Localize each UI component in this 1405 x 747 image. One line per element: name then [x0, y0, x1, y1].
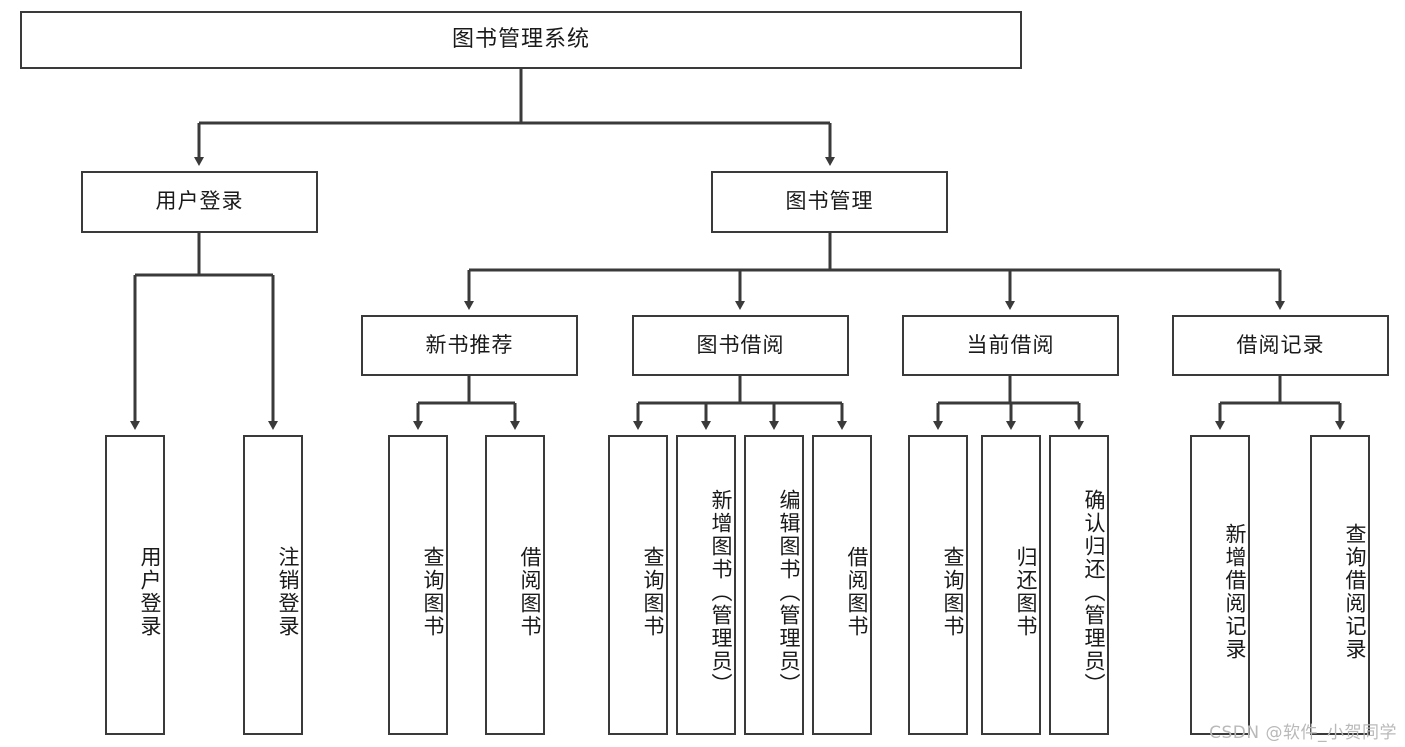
node-label: 当前借阅: [966, 332, 1055, 357]
node-level3-2[interactable]: 当前借阅: [902, 315, 1119, 376]
node-label: 归还图书: [1014, 546, 1038, 638]
node-level3-0[interactable]: 新书推荐: [361, 315, 578, 376]
node-label: 图书借阅: [696, 332, 785, 357]
node-label: 查询借阅记录: [1343, 523, 1367, 661]
node-leaf-11[interactable]: 新增借阅记录: [1190, 435, 1250, 735]
node-label: 查询图书: [641, 546, 665, 638]
node-label: 确认归还（管理员）: [1082, 488, 1106, 696]
node-leaf-7[interactable]: 借阅图书: [812, 435, 872, 735]
node-leaf-9[interactable]: 归还图书: [981, 435, 1041, 735]
node-label: 借阅记录: [1236, 332, 1325, 357]
node-leaf-0[interactable]: 用户登录: [105, 435, 165, 735]
node-root[interactable]: 图书管理系统: [20, 11, 1022, 69]
node-label: 图书管理系统: [451, 26, 590, 52]
node-leaf-12[interactable]: 查询借阅记录: [1310, 435, 1370, 735]
node-level3-3[interactable]: 借阅记录: [1172, 315, 1389, 376]
node-level3-1[interactable]: 图书借阅: [632, 315, 849, 376]
node-leaf-1[interactable]: 注销登录: [243, 435, 303, 735]
node-label: 新增借阅记录: [1223, 523, 1247, 661]
node-level2-0[interactable]: 用户登录: [81, 171, 318, 233]
node-label: 借阅图书: [518, 546, 542, 638]
node-leaf-8[interactable]: 查询图书: [908, 435, 968, 735]
node-leaf-3[interactable]: 借阅图书: [485, 435, 545, 735]
node-label: 新书推荐: [425, 332, 514, 357]
node-label: 用户登录: [138, 546, 162, 638]
node-leaf-2[interactable]: 查询图书: [388, 435, 448, 735]
watermark-text: CSDN @软件_小贺同学: [1209, 723, 1397, 743]
node-label: 图书管理: [785, 189, 874, 214]
node-leaf-5[interactable]: 新增图书（管理员）: [676, 435, 736, 735]
node-leaf-4[interactable]: 查询图书: [608, 435, 668, 735]
node-label: 新增图书（管理员）: [709, 488, 733, 696]
node-leaf-10[interactable]: 确认归还（管理员）: [1049, 435, 1109, 735]
node-label: 查询图书: [421, 546, 445, 638]
node-label: 用户登录: [155, 189, 244, 214]
node-label: 编辑图书（管理员）: [777, 488, 801, 696]
node-level2-1[interactable]: 图书管理: [711, 171, 948, 233]
node-label: 借阅图书: [845, 546, 869, 638]
node-leaf-6[interactable]: 编辑图书（管理员）: [744, 435, 804, 735]
node-label: 注销登录: [276, 546, 300, 638]
node-label: 查询图书: [941, 546, 965, 638]
